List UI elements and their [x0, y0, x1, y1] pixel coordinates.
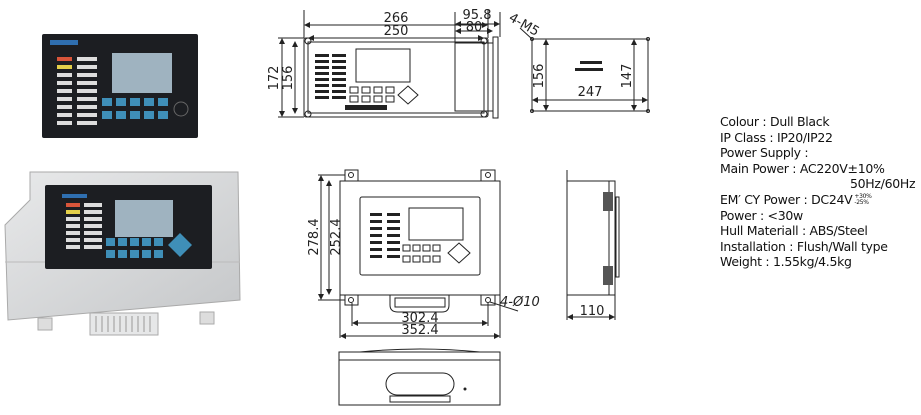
- spec-main-power: Main Power : AC220V±10%: [720, 160, 885, 176]
- dim-156-cutout: 156: [532, 64, 547, 89]
- dim-172: 172: [267, 66, 282, 91]
- spec-power-supply: Power Supply :: [720, 145, 809, 161]
- dim-247: 247: [578, 85, 603, 100]
- front-panel-drawing: 266 250 172 156: [267, 10, 489, 118]
- dim-266: 266: [384, 11, 409, 26]
- spec-emergency-power-row: EM′ CY Power : DC24V+30%-25%: [720, 192, 915, 208]
- dim-95-8: 95.8: [463, 8, 492, 23]
- spec-weight: Weight : 1.55kg/4.5kg: [720, 254, 852, 270]
- dim-80: 80: [466, 20, 483, 35]
- panel-photo: [42, 34, 198, 138]
- wall-box-bottom-drawing: [338, 348, 501, 406]
- spec-emergency-tolerance: +30%-25%: [854, 194, 871, 206]
- spec-power: Power : <30w: [720, 207, 803, 223]
- dim-278-4: 278.4: [307, 218, 322, 255]
- dim-4-d10: 4-Ø10: [500, 295, 540, 310]
- wall-box-photo: [4, 171, 241, 336]
- wall-box-drawing: 302.4 352.4 278.4 252.4 4-Ø10: [307, 169, 540, 339]
- spec-hull-material: Hull Materiall : ABS/Steel: [720, 223, 868, 239]
- dim-156: 156: [281, 66, 296, 91]
- dim-252-4: 252.4: [329, 218, 344, 255]
- spec-ip-class: IP Class : IP20/IP22: [720, 129, 833, 145]
- wall-box-side-drawing: 110: [566, 170, 620, 320]
- dim-352-4: 352.4: [401, 323, 438, 338]
- dim-147: 147: [620, 64, 635, 89]
- spec-list: Colour : Dull Black IP Class : IP20/IP22…: [720, 114, 916, 270]
- dim-4-m5: 4-M5: [506, 10, 542, 39]
- dim-110: 110: [580, 304, 605, 319]
- spec-main-frequency: 50Hz/60Hz: [850, 176, 916, 192]
- dim-250: 250: [384, 24, 409, 39]
- tolerance-plus: +30%: [854, 193, 872, 201]
- cutout-drawing: 4-M5 156 147 247: [506, 10, 650, 113]
- tolerance-minus: -25%: [854, 199, 869, 207]
- spec-emergency-power: EM′ CY Power : DC24V: [720, 191, 853, 207]
- dim-302-4: 302.4: [401, 311, 438, 326]
- spec-installation: Installation : Flush/Wall type: [720, 238, 888, 254]
- side-panel-drawing: 95.8 80: [454, 8, 501, 119]
- spec-colour: Colour : Dull Black: [720, 114, 830, 129]
